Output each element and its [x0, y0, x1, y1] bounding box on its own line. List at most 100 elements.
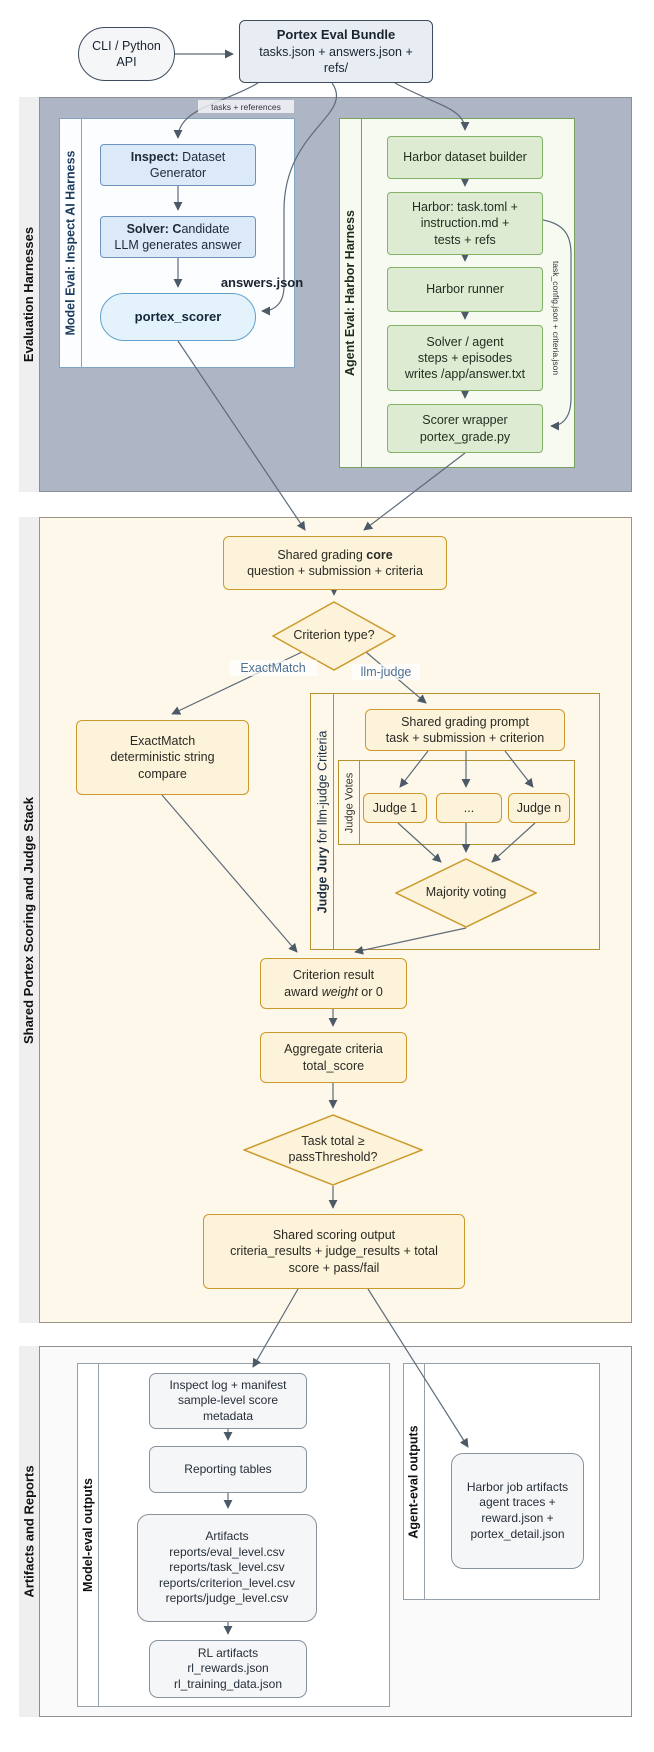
pass-threshold-diamond-shape [243, 1114, 423, 1186]
section-title-shared-scoring: Shared Portex Scoring and Judge Stack [21, 796, 37, 1044]
inspect-log-line2: sample-level score [177, 1393, 279, 1408]
edge-label-tasks-references: tasks + references [198, 100, 294, 113]
container-judge-votes: Judge Votes [338, 760, 575, 845]
reporting-tables-label: Reporting tables [184, 1461, 272, 1476]
edge-label-answers-json: answers.json [220, 274, 304, 290]
bundle-line1: tasks.json + answers.json + [259, 44, 413, 59]
container-title-model-eval: Model Eval: Inspect AI Harness [63, 150, 78, 336]
criterion-result-pre: award [284, 984, 322, 999]
section-label-band-shared-scoring: Shared Portex Scoring and Judge Stack [19, 517, 40, 1323]
core-line1: Shared grading core [277, 547, 392, 563]
criterion-result-line1: Criterion result [292, 968, 375, 983]
scorer-wrapper-line1: Scorer wrapper [422, 413, 508, 428]
core-bold: core [366, 547, 393, 562]
node-solver-candidate-llm: Solver: Candidate LLM generates answer [100, 216, 256, 258]
container-label-band-judge-votes: Judge Votes [339, 761, 360, 844]
section-label-band-artifacts-reports: Artifacts and Reports [19, 1346, 40, 1717]
node-rl-artifacts: RL artifacts rl_rewards.json rl_training… [149, 1640, 307, 1698]
rl-line3: rl_training_data.json [173, 1676, 283, 1691]
harbor-job-line3: reward.json + [481, 1511, 554, 1525]
judge-jury-title-bold: Judge Jury [315, 846, 330, 913]
container-label-band-agent-eval: Agent Eval: Harbor Harness [340, 119, 362, 467]
edge-label-llm-judge: llm-judge [352, 664, 420, 680]
rl-line1: RL artifacts [197, 1645, 259, 1660]
node-harbor-dataset-builder: Harbor dataset builder [387, 136, 543, 179]
criterion-type-text: Criterion type? [293, 628, 375, 643]
node-reporting-tables: Reporting tables [149, 1446, 307, 1493]
agent-solver-line2: steps + episodes [417, 350, 513, 365]
node-cli-python-api: CLI / Python API [78, 27, 175, 81]
task-config-label-text: task_config.json + criteria.json [551, 260, 562, 376]
bundle-title: Portex Eval Bundle [276, 26, 396, 42]
node-aggregate-criteria: Aggregate criteria total_score [260, 1032, 407, 1083]
inspect-line1: Inspect: Dataset [131, 149, 226, 165]
exact-line3: compare [138, 766, 187, 781]
decision-pass-threshold: Task total ≥ passThreshold? [243, 1114, 423, 1186]
scorer-wrapper-line2: portex_grade.py [419, 429, 511, 444]
criterion-result-line2: award weight or 0 [284, 984, 383, 1000]
node-scorer-wrapper: Scorer wrapper portex_grade.py [387, 404, 543, 453]
cli-line2: API [116, 55, 137, 69]
criterion-type-diamond-shape [272, 601, 396, 671]
harbor-job-line2: agent traces + [479, 1495, 556, 1510]
harbor-task-line1: Harbor: task.toml + [412, 200, 518, 215]
container-label-band-judge-jury: Judge Jury for llm-judge Criteria [311, 694, 334, 949]
artifacts-line1: Artifacts [205, 1529, 249, 1544]
solver-after: andidate [181, 221, 230, 236]
inspect-log-line1: Inspect log + manifest [169, 1377, 287, 1392]
container-title-agent-outputs: Agent-eval outputs [407, 1424, 422, 1539]
aggregate-line2: total_score [302, 1058, 365, 1073]
artifacts-line3: reports/task_level.csv [169, 1560, 285, 1575]
output-line2: criteria_results + judge_results + total [230, 1244, 438, 1259]
output-line1: Shared scoring output [272, 1228, 396, 1243]
bundle-line2: refs/ [323, 60, 349, 75]
judge-n-label: Judge n [516, 800, 562, 815]
node-exactmatch-compare: ExactMatch deterministic string compare [76, 720, 249, 795]
artifacts-line2: reports/eval_level.csv [169, 1544, 285, 1559]
rl-line2: rl_rewards.json [187, 1661, 269, 1676]
node-criterion-result: Criterion result award weight or 0 [260, 958, 407, 1009]
pass-threshold-text: Task total ≥ passThreshold? [243, 1114, 423, 1186]
solver-bold: Solver: C [126, 221, 182, 236]
inspect-line2: Generator [149, 166, 207, 180]
section-title-artifacts-reports: Artifacts and Reports [21, 1465, 37, 1598]
inspect-log-line3: metadata [202, 1408, 254, 1423]
agent-solver-line3: writes /app/answer.txt [404, 367, 526, 382]
threshold-line2: passThreshold? [288, 1150, 378, 1164]
node-harbor-task-toml: Harbor: task.toml + instruction.md + tes… [387, 192, 543, 255]
criterion-result-weight: weight [321, 984, 358, 999]
container-title-judge-jury: Judge Jury for llm-judge Criteria [315, 730, 329, 913]
artifacts-line4: reports/criterion_level.csv [158, 1575, 296, 1590]
output-line3: score + pass/fail [288, 1260, 380, 1275]
harbor-runner-label: Harbor runner [426, 282, 504, 297]
judge-1-label: Judge 1 [372, 800, 418, 815]
judge-jury-title-rest: for llm-judge Criteria [315, 730, 330, 847]
container-title-agent-eval: Agent Eval: Harbor Harness [343, 209, 358, 377]
edge-label-exactmatch: ExactMatch [229, 660, 317, 676]
edge-label-task-config-criteria: task_config.json + criteria.json [544, 198, 568, 438]
node-inspect-log-manifest: Inspect log + manifest sample-level scor… [149, 1373, 307, 1429]
exact-line2: deterministic string [110, 750, 215, 765]
node-harbor-runner: Harbor runner [387, 267, 543, 312]
majority-voting-diamond-shape [395, 858, 537, 928]
node-portex-scorer: portex_scorer [100, 293, 256, 341]
prompt-line2: task + submission + criterion [385, 731, 545, 745]
harbor-task-line3: tests + refs [434, 232, 496, 247]
decision-majority-voting: Majority voting [395, 858, 537, 928]
inspect-after: Dataset [178, 149, 226, 164]
portex-scorer-label: portex_scorer [134, 308, 222, 324]
decision-criterion-type: Criterion type? [272, 601, 396, 671]
section-label-band-evaluation-harnesses: Evaluation Harnesses [19, 97, 40, 492]
harbor-task-line2: instruction.md + [420, 216, 510, 231]
section-title-evaluation-harnesses: Evaluation Harnesses [21, 226, 37, 363]
node-agent-solver-steps: Solver / agent steps + episodes writes /… [387, 325, 543, 391]
node-shared-scoring-output: Shared scoring output criteria_results +… [203, 1214, 465, 1289]
inspect-bold: Inspect: [130, 149, 179, 164]
container-title-model-outputs: Model-eval outputs [81, 1478, 95, 1592]
container-title-judge-votes: Judge Votes [343, 772, 355, 833]
solver-line2: LLM generates answer [114, 238, 242, 252]
aggregate-line1: Aggregate criteria [284, 1042, 383, 1057]
container-label-band-model-outputs: Model-eval outputs [78, 1364, 99, 1706]
harbor-builder-label: Harbor dataset builder [403, 150, 527, 165]
node-inspect-dataset-generator: Inspect: Dataset Generator [100, 144, 256, 186]
